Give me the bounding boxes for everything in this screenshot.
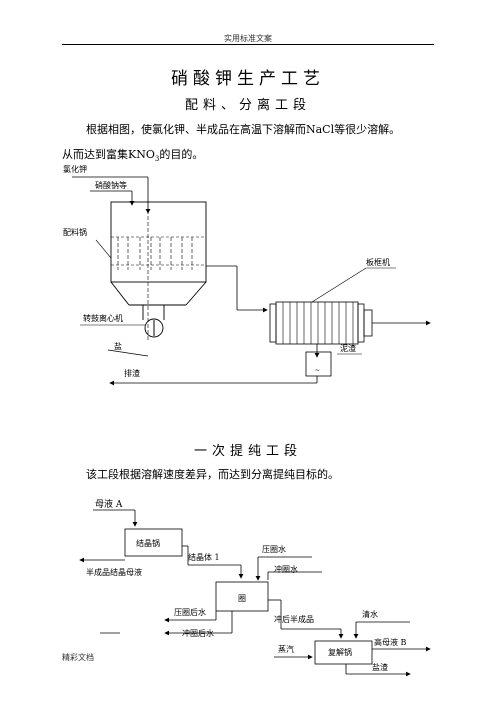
section1-paragraph-line1: 根据相图，使氯化钾、半成品在高温下溶解而NaCl等很少溶解。 (86, 123, 401, 136)
label-crystal1: 结晶体 1 (188, 552, 220, 562)
svg-text:~: ~ (315, 367, 320, 374)
label-mixer: 配料锅 (63, 227, 87, 237)
centrifuge-circle (144, 318, 164, 338)
label-redissolver: 复解锅 (328, 647, 352, 657)
label-mother-liquor-a: 母液 A (95, 498, 123, 510)
page-footer: 精彩文档 (62, 653, 94, 662)
subscript: 3 (154, 155, 160, 164)
section2-paragraph: 该工段根据溶解速度差异，而达到分离提纯目标的。 (86, 468, 339, 481)
label-kcl: 氯化钾 (63, 164, 87, 174)
label-after-rinse: 冲圈后水 (182, 628, 214, 638)
section1-paragraph-line2: 从而达到富集KNO3的目的。 (62, 148, 204, 164)
crystallizer-box (124, 528, 183, 557)
label-nitrate: 硝酸钠等 (95, 180, 127, 190)
label-semi-mother: 半成品结晶母液 (86, 567, 142, 577)
redissolver-box (314, 640, 373, 665)
label-sludge: 泥渣 (340, 343, 356, 353)
page-header: 实用标准文案 (224, 34, 272, 43)
label-circle: 圈 (238, 594, 246, 603)
label-rinsed-semi: 冲后半成品 (274, 614, 314, 624)
label-salt: 盐 (114, 341, 122, 351)
page-title: 硝酸钾生产工艺 (171, 69, 325, 89)
sludge-tank (305, 351, 332, 377)
label-after-press: 压圈后水 (174, 607, 206, 617)
label-mother-liquor-b: 高母液 B (374, 637, 407, 647)
label-clear-water: 清水 (362, 609, 378, 619)
label-steam: 蒸汽 (278, 644, 294, 654)
section1-heading: 配料、分离工段 (184, 98, 311, 113)
mixer-tank (110, 201, 207, 283)
circle-box (215, 581, 269, 612)
label-rinse-water: 冲圈水 (274, 564, 298, 574)
label-salt-residue: 盐渣 (372, 662, 388, 672)
label-centrifuge: 转鼓离心机 (83, 313, 123, 323)
label-circle-water: 压圈水 (262, 544, 286, 554)
label-residue: 排渣 (124, 368, 140, 378)
section2-heading: 一次提纯工段 (193, 444, 302, 459)
header-divider (62, 44, 434, 45)
label-crystallizer: 结晶锅 (136, 538, 160, 548)
label-filter-press: 板框机 (366, 257, 390, 267)
